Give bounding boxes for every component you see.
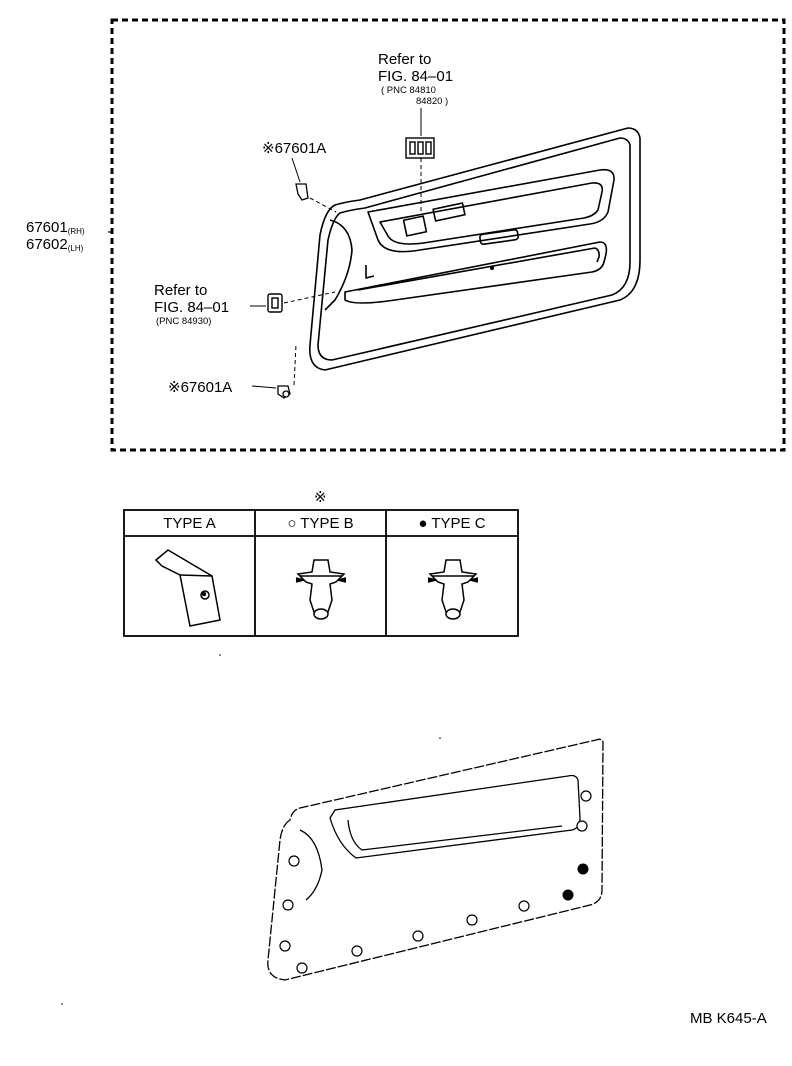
window-switch-part	[405, 108, 435, 212]
type-b-marker	[466, 914, 478, 926]
type-c-clip-markers	[562, 863, 589, 901]
table-header-symbol: ※	[314, 489, 327, 506]
part-number-rh: 67601(RH)	[26, 219, 85, 236]
refer-left-line1: Refer to	[154, 282, 208, 299]
type-b-marker	[296, 962, 308, 974]
part-rh-side: (RH)	[67, 227, 85, 236]
refer-top-pnc2: 84820 )	[416, 96, 449, 107]
type-b-marker	[518, 900, 530, 912]
type-b-header: ○ TYPE B	[287, 515, 354, 532]
refer-left-line2: FIG. 84–01	[154, 299, 230, 316]
mirror-switch-part	[250, 291, 336, 313]
part-lh-side: (LH)	[67, 244, 84, 253]
type-b-marker	[576, 820, 588, 832]
type-b-marker	[351, 945, 363, 957]
refer-top-line1: Refer to	[378, 51, 432, 68]
refer-left-pnc: (PNC 84930)	[156, 316, 212, 327]
type-table-grid	[123, 509, 519, 637]
clip-location-panel	[267, 738, 604, 981]
type-b-marker	[279, 940, 291, 952]
refer-top-line2: FIG. 84–01	[378, 68, 454, 85]
type-b-marker	[412, 930, 424, 942]
type-c-marker	[562, 889, 574, 901]
type-b-marker	[580, 790, 592, 802]
dashed-frame	[110, 18, 786, 452]
door-trim-panel	[308, 127, 641, 371]
type-a-header: TYPE A	[163, 515, 216, 532]
clip-lower-part	[251, 344, 297, 399]
type-b-marker	[282, 899, 294, 911]
type-c-header: ● TYPE C	[418, 515, 486, 532]
part-lh-number: 67602	[26, 236, 68, 253]
type-a-bracket	[154, 549, 221, 627]
type-b-clip-markers	[279, 790, 592, 974]
refer-top-pnc1: ( PNC 84810	[381, 85, 436, 96]
clip-upper-part	[291, 157, 337, 213]
type-b-marker	[288, 855, 300, 867]
figure-code: MB K645-A	[690, 1010, 767, 1027]
type-c-marker	[577, 863, 589, 875]
clip-lower-label: ※67601A	[168, 379, 233, 396]
part-number-lh: 67602(LH)	[26, 236, 84, 253]
type-c-clip	[427, 559, 479, 620]
part-rh-number: 67601	[26, 219, 68, 236]
type-b-clip	[295, 559, 347, 620]
clip-upper-label: ※67601A	[262, 140, 327, 157]
